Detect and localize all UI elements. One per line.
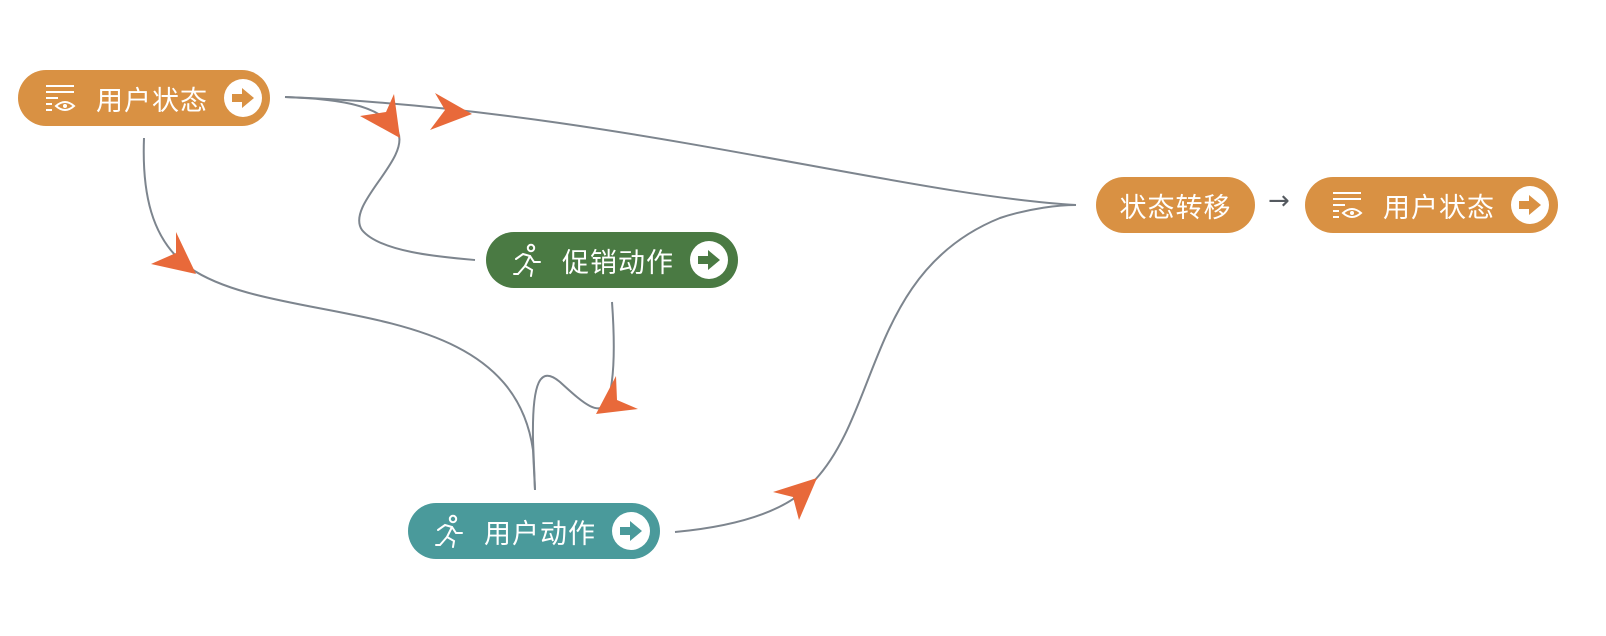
node-state-transition[interactable]: 状态转移	[1096, 177, 1255, 233]
edge-user-action-to-transition	[674, 204, 1077, 533]
arrow-right-circle-icon[interactable]	[1511, 186, 1549, 224]
node-user-state-2[interactable]: 用户状态	[1305, 177, 1558, 233]
list-eye-icon	[44, 82, 78, 114]
list-eye-icon	[1331, 189, 1365, 221]
node-user-state-1[interactable]: 用户状态	[18, 70, 270, 126]
transition-arrow: →	[1268, 186, 1290, 216]
node-label: 用户状态	[96, 85, 208, 117]
arrowhead-user-state-to-transition	[430, 93, 472, 130]
node-promo-action[interactable]: 促销动作	[486, 232, 738, 288]
arrow-right-circle-icon[interactable]	[612, 512, 650, 550]
node-label: 促销动作	[562, 247, 674, 279]
arrowhead-promo-to-user-action	[596, 376, 638, 414]
node-label: 状态转移	[1119, 192, 1232, 224]
node-label: 用户动作	[484, 518, 596, 550]
arrow-right-circle-icon[interactable]	[690, 241, 728, 279]
arrowhead-user-action-to-transition	[773, 478, 817, 520]
node-label: 用户状态	[1383, 192, 1495, 224]
edge-user-state-to-promo	[284, 96, 476, 261]
edge-promo-to-user-action	[531, 301, 615, 491]
runner-icon	[512, 243, 544, 277]
runner-icon	[434, 514, 466, 548]
arrow-right-circle-icon[interactable]	[224, 79, 262, 117]
arrowhead-user-state-to-user-action	[151, 232, 196, 274]
edge-user-state-to-transition	[284, 96, 1077, 206]
node-user-action[interactable]: 用户动作	[408, 503, 660, 559]
arrowhead-user-state-to-promo	[360, 94, 400, 138]
edge-user-state-to-user-action	[142, 137, 536, 491]
